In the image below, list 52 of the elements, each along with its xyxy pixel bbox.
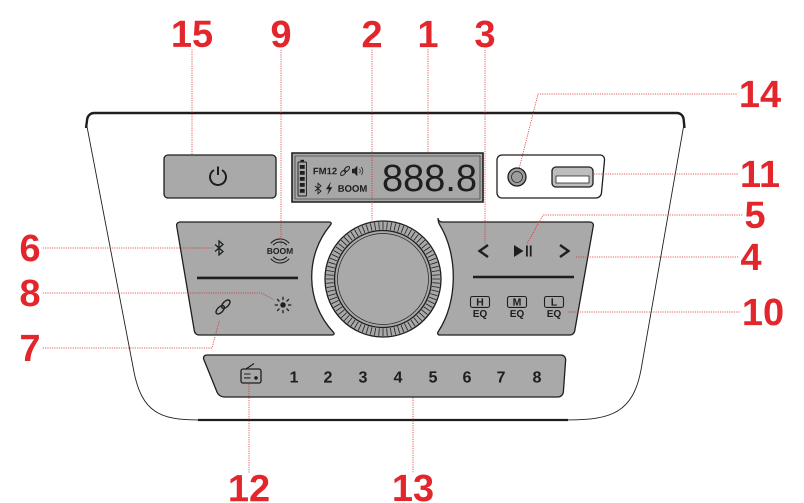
callout-number: 13 [394, 474, 433, 502]
callout-number: 14 [741, 80, 781, 108]
callout-number: 8 [20, 280, 40, 306]
leader-line [526, 214, 743, 245]
eq-label: EQ [547, 310, 561, 319]
callout-number: 5 [746, 202, 764, 228]
volume-knob [324, 220, 442, 338]
bluetooth-icon [214, 240, 224, 256]
preset-number: 5 [429, 371, 437, 383]
callout-number: 6 [20, 234, 40, 262]
usb-port [551, 166, 594, 188]
callout-number: 9 [272, 20, 290, 48]
callout-number: 3 [475, 20, 494, 48]
left-chevron-icon [477, 244, 489, 258]
leader-line [519, 94, 738, 168]
callout-number: 7 [21, 334, 39, 362]
callout-number: 10 [744, 298, 783, 326]
leader-line [42, 320, 220, 348]
eq-label: EQ [473, 310, 487, 319]
radio-icon [240, 363, 262, 384]
preset-number: 4 [394, 371, 402, 382]
callout-number: 4 [741, 244, 762, 270]
callout-number: 15 [173, 20, 212, 48]
leader-line [412, 396, 414, 473]
callout-number: 2 [362, 20, 382, 48]
link-icon [215, 299, 231, 315]
preset-number: 8 [533, 371, 541, 383]
boom-button: BOOM [267, 238, 293, 264]
leader-line [280, 49, 282, 248]
right-chevron-icon [559, 244, 571, 258]
display-digits: 888.8 [384, 164, 476, 192]
preset-number: 3 [358, 371, 367, 383]
preset-number: 7 [497, 371, 505, 382]
leader-line [42, 292, 274, 300]
preset-number: 1 [290, 371, 298, 382]
leader-line [574, 256, 739, 258]
callout-number: 1 [420, 20, 438, 48]
display-text: FM12 [314, 168, 337, 174]
callout-number: 11 [742, 160, 780, 188]
leader-line [484, 49, 486, 244]
display-text: BOOM [338, 185, 367, 192]
callout-number: 12 [230, 474, 269, 502]
headphone-jack [507, 167, 527, 187]
leader-line [248, 384, 250, 473]
preset-number: 2 [324, 371, 332, 383]
eq-button: L [544, 296, 564, 308]
preset-number: 6 [463, 371, 471, 383]
light-icon [274, 296, 292, 314]
eq-label: EQ [510, 310, 524, 319]
eq-button: M [506, 296, 528, 308]
eq-button: H [470, 296, 490, 308]
play-pause-icon [514, 245, 532, 257]
